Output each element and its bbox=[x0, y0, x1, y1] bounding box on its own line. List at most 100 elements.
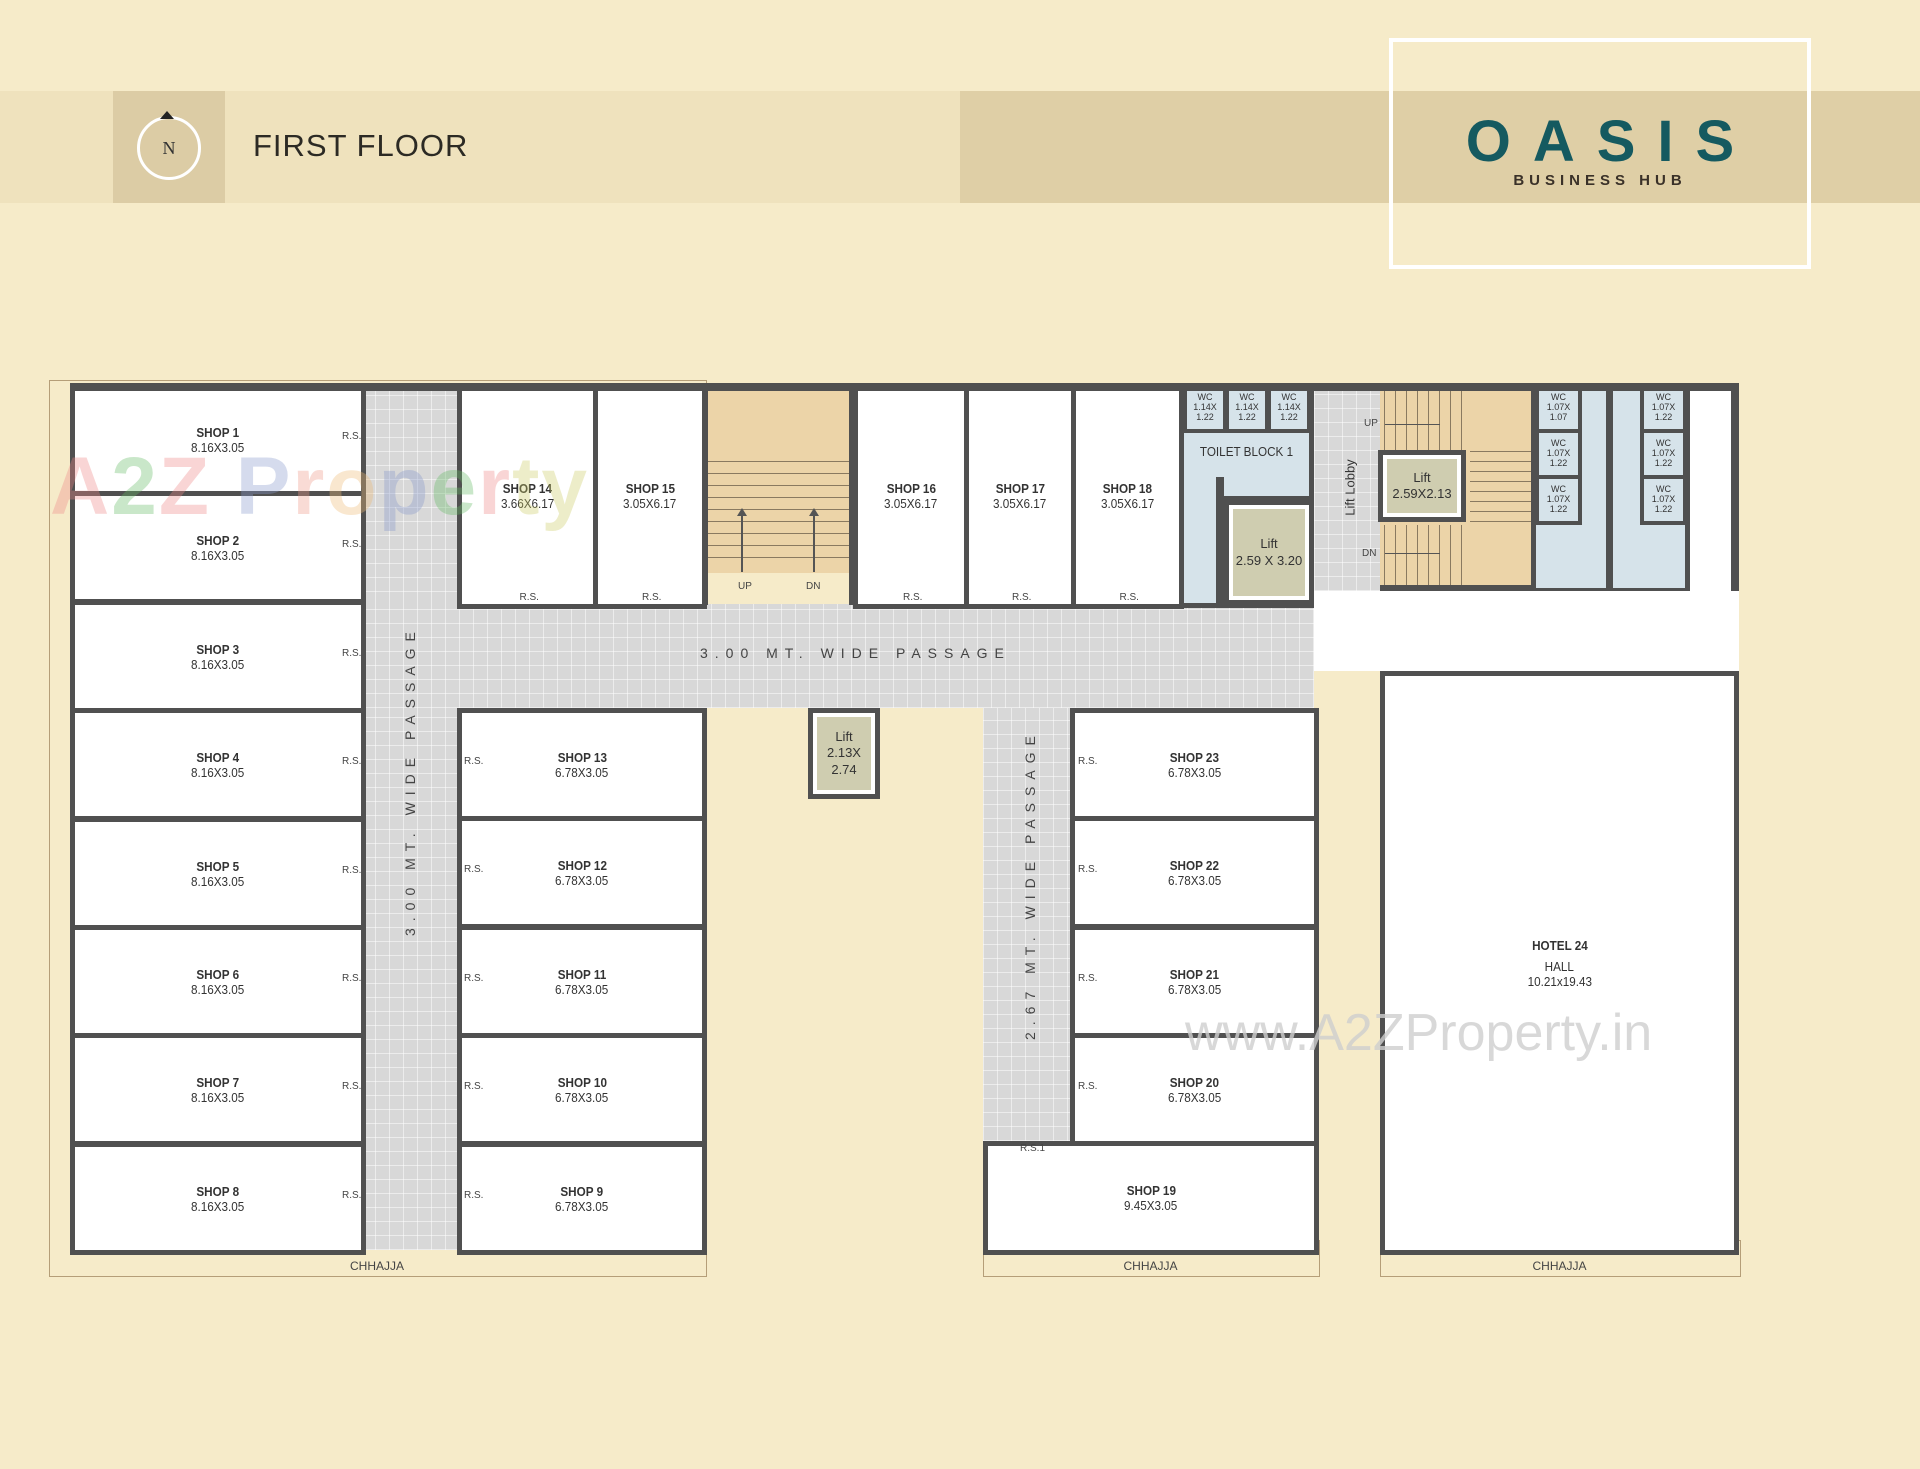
watermark-url: www.A2ZProperty.in bbox=[1185, 1004, 1653, 1062]
shop-dimension: 3.05X6.17 bbox=[623, 496, 677, 511]
wc-label: 1.14X bbox=[1193, 402, 1217, 413]
wc-label: WC bbox=[1656, 392, 1671, 403]
wc-label: WC bbox=[1281, 392, 1297, 403]
hotel-name: HOTEL 24 bbox=[1531, 937, 1588, 953]
roller-shutter-label: R.S. bbox=[1012, 592, 1032, 603]
lift-label: 2.59 X 3.20 bbox=[1235, 552, 1303, 568]
wc-label: WC bbox=[1656, 438, 1671, 449]
lift-label: Lift bbox=[1413, 469, 1431, 485]
shop-dimension: 6.78X3.05 bbox=[1167, 764, 1222, 780]
roller-shutter-label: R.S. bbox=[1078, 973, 1098, 984]
header-band-right bbox=[960, 91, 1920, 203]
stair-up-label: UP bbox=[1364, 418, 1378, 429]
stair-up-arrow-icon bbox=[741, 512, 743, 572]
roller-shutter-label: R.S. bbox=[342, 431, 362, 442]
roller-shutter-label: R.S. bbox=[342, 756, 362, 767]
stair-up-label: UP bbox=[738, 581, 752, 592]
roller-shutter-label: R.S. bbox=[464, 973, 484, 984]
stair-wall bbox=[1380, 585, 1531, 593]
wc-label: 1.07X bbox=[1651, 448, 1676, 459]
shop-name: SHOP 21 bbox=[1169, 966, 1220, 982]
shop-dimension: 3.05X6.17 bbox=[1100, 496, 1155, 511]
roller-shutter-label: R.S. bbox=[342, 1081, 362, 1092]
roller-shutter-label: R.S. bbox=[342, 973, 362, 984]
wc-label: 1.22 bbox=[1654, 411, 1673, 422]
roller-shutter-label: R.S. bbox=[464, 864, 484, 875]
stair-dn-arrow-icon bbox=[813, 512, 815, 572]
lift-label: 2.74 bbox=[831, 761, 857, 777]
shop-name: SHOP 20 bbox=[1169, 1074, 1220, 1090]
shop-dimension: 6.78X3.05 bbox=[555, 872, 609, 888]
shop-name: SHOP 5 bbox=[196, 858, 240, 874]
shop-name: SHOP 19 bbox=[1126, 1183, 1176, 1198]
shop-dimension: 8.16X3.05 bbox=[191, 1089, 245, 1105]
wc-label: 1.07X bbox=[1546, 494, 1571, 505]
roller-shutter-label: R.S. bbox=[1078, 1081, 1098, 1092]
shop-name: SHOP 16 bbox=[886, 481, 936, 496]
roller-shutter-label: R.S. bbox=[342, 539, 362, 550]
wc-label: 1.07X bbox=[1546, 402, 1571, 413]
wc-label: 1.22 bbox=[1654, 457, 1673, 468]
passage-label-horizontal: 3.00 MT. WIDE PASSAGE bbox=[700, 645, 1011, 661]
wc-label: 1.22 bbox=[1238, 411, 1256, 422]
up-arrow-icon bbox=[737, 508, 747, 516]
roller-shutter-label: R.S. bbox=[342, 648, 362, 659]
shop-name: SHOP 23 bbox=[1169, 749, 1220, 765]
wc-label: 1.22 bbox=[1549, 503, 1568, 514]
roller-shutter-label: R.S. bbox=[903, 592, 923, 603]
shop-dimension: 8.16X3.05 bbox=[191, 873, 245, 889]
shop-dimension: 8.16X3.05 bbox=[191, 764, 245, 780]
shop-name: SHOP 12 bbox=[557, 857, 607, 873]
shop-dimension: 6.78X3.05 bbox=[1167, 872, 1222, 888]
roller-shutter-label: R.S. bbox=[1078, 864, 1098, 875]
roller-shutter-label: R.S. bbox=[464, 1081, 484, 1092]
lift-lobby bbox=[1314, 383, 1380, 591]
shop-dimension: 3.05X6.17 bbox=[884, 496, 938, 511]
shop-name: SHOP 9 bbox=[560, 1183, 604, 1199]
compass-letter: N bbox=[162, 137, 176, 158]
wc-label: 1.22 bbox=[1654, 503, 1673, 514]
shop-name: SHOP 15 bbox=[625, 481, 675, 496]
wc-label: WC bbox=[1551, 438, 1566, 449]
shop-name: SHOP 11 bbox=[557, 966, 607, 982]
shop-dimension: 6.78X3.05 bbox=[1167, 981, 1222, 997]
wc-label: WC bbox=[1197, 392, 1213, 403]
white-area bbox=[1690, 383, 1739, 593]
roller-shutter-label: R.S. bbox=[464, 1190, 484, 1201]
lift-lobby-label: Lift Lobby bbox=[1342, 459, 1358, 516]
wc-label: 1.22 bbox=[1549, 457, 1568, 468]
page-title: FIRST FLOOR bbox=[253, 128, 469, 163]
shop-name: SHOP 2 bbox=[196, 532, 240, 548]
stair-dn-label: DN bbox=[806, 581, 821, 592]
wc-label: WC bbox=[1656, 484, 1671, 495]
shop-dimension: 9.45X3.05 bbox=[1124, 1198, 1178, 1213]
stair-arrow bbox=[1385, 553, 1440, 554]
passage-left bbox=[361, 383, 462, 1250]
wc-label: 1.07X bbox=[1546, 448, 1571, 459]
shop-dimension: 6.78X3.05 bbox=[555, 1198, 609, 1214]
